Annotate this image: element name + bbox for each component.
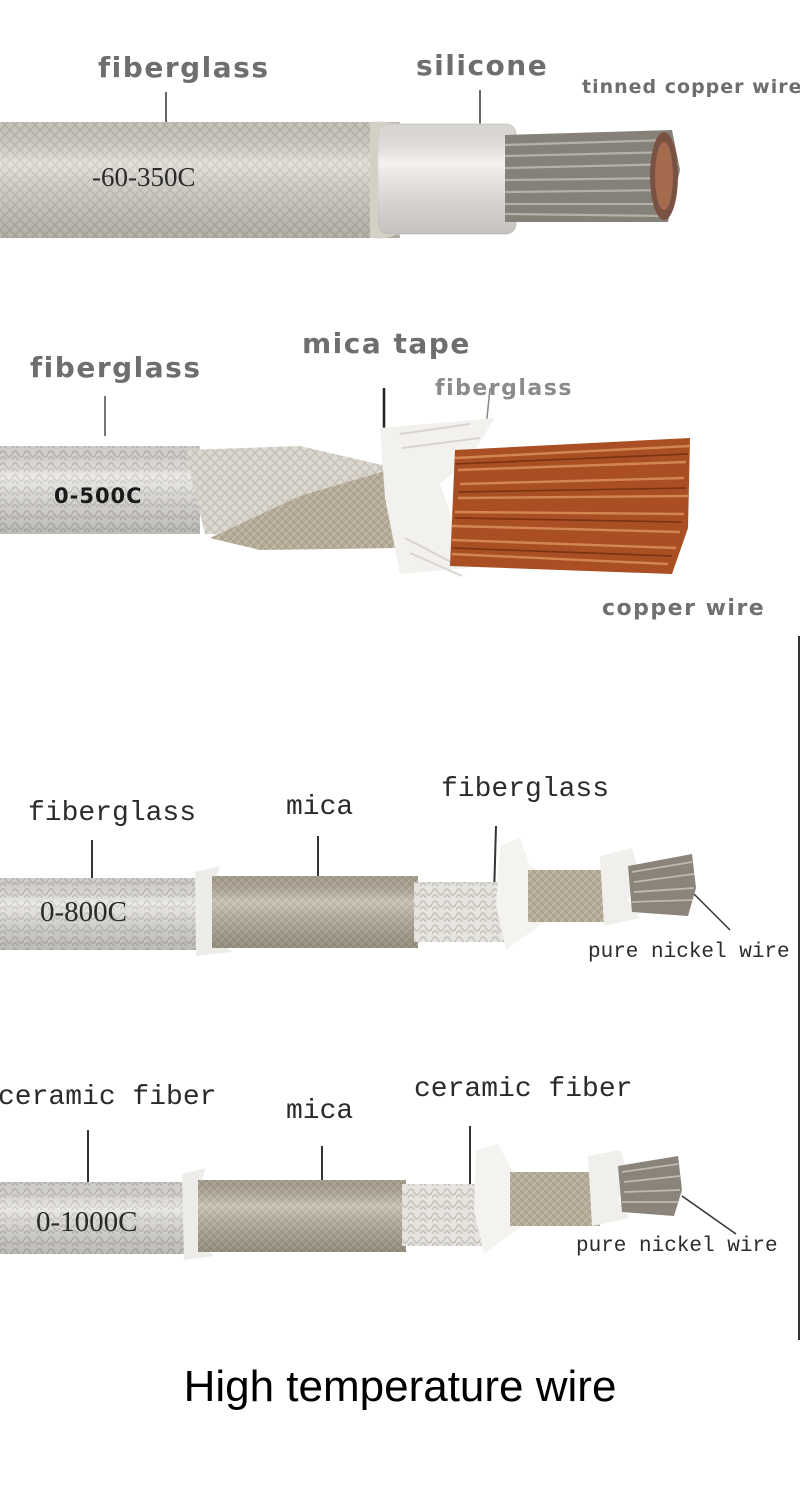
page-title: High temperature wire [183,1362,617,1411]
panel3-middle-label: mica [286,792,354,823]
panel1-outer-label: fiberglass [98,51,270,84]
panel2-cable-illustration [0,388,691,577]
panel3-outer-label: fiberglass [28,798,197,829]
panel4-temp-label: 0-1000C [36,1206,138,1238]
panel1-cable-illustration [0,90,680,239]
panel2-inner-label: fiberglass [435,376,573,401]
panel3-nickel-strands [628,854,696,916]
panel1-temp-label: -60-350C [92,162,196,192]
panel2-mica-tape [210,468,400,550]
panel1-tinned-copper-strands [504,130,680,222]
panel4-inner-ceramic-fiber [402,1184,482,1246]
panel3-cable-illustration [0,826,731,956]
panel4-inner-label: ceramic fiber [414,1074,633,1105]
panel2-conductor-label: copper wire [602,596,766,621]
panel4-middle-label: mica [286,1096,354,1127]
panel3-temp-label: 0-800C [40,896,127,928]
panel4-outer-label: ceramic fiber [0,1082,217,1113]
divider-line [798,636,800,1340]
panel1-conductor-label: tinned copper wire [582,76,800,98]
panel2-middle-label: mica tape [302,327,471,360]
panel2-outer-label: fiberglass [30,351,202,384]
panel4-conductor-label: pure nickel wire [576,1235,778,1258]
panel3-inner-label: fiberglass [441,774,610,805]
panel2-copper-strands [450,438,691,574]
panel2-temp-label: 0-500C [54,484,143,508]
panel3-conductor-label: pure nickel wire [588,941,790,964]
panel4-nickel-strands [618,1156,682,1216]
panel4-cable-illustration [0,1126,737,1260]
panel1-middle-label: silicone [416,49,549,82]
